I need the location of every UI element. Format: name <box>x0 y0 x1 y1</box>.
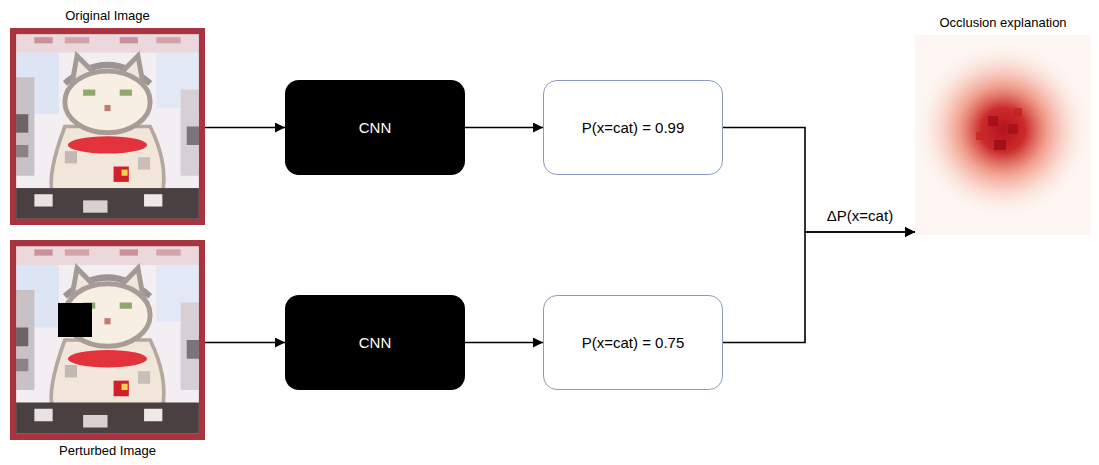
arrow-connector <box>205 342 285 344</box>
arrow-connector <box>465 342 543 344</box>
image-node: Occlusion explanation <box>915 35 1091 235</box>
box-label: CNN <box>359 334 392 351</box>
arrow-connector <box>465 127 543 129</box>
model-box: CNN <box>285 80 465 175</box>
arrow-connector <box>723 232 915 343</box>
box-label: P(x=cat) = 0.75 <box>582 334 685 351</box>
arrow-connector <box>205 127 285 129</box>
image-caption: Occlusion explanation <box>939 15 1066 30</box>
output-box: P(x=cat) = 0.75 <box>543 295 723 390</box>
heatmap-picture <box>915 35 1091 235</box>
occlusion-patch <box>58 303 92 337</box>
image-caption: Original Image <box>65 8 150 23</box>
perturbed-image <box>10 240 205 440</box>
image-node: Original Image <box>10 28 205 225</box>
model-box: CNN <box>285 295 465 390</box>
original-image <box>10 28 205 225</box>
box-label: P(x=cat) = 0.99 <box>582 119 685 136</box>
image-caption: Perturbed Image <box>59 443 156 458</box>
output-box: P(x=cat) = 0.99 <box>543 80 723 175</box>
arrow-connector <box>723 128 915 233</box>
edge-label: ΔP(x=cat) <box>825 207 895 224</box>
image-node: Perturbed Image <box>10 240 205 440</box>
box-label: CNN <box>359 119 392 136</box>
